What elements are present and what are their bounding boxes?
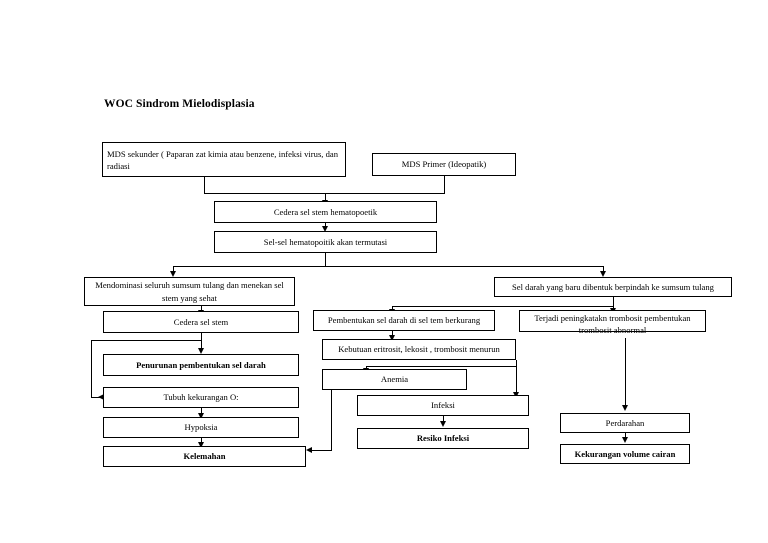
node-mendominasi: Mendominasi seluruh sumsum tulang dan me… [84,277,295,306]
arrowhead-to-penurunan-pembentukan [198,348,204,354]
arrowhead-to-mendominasi [170,271,176,277]
node-kelemahan-label: Kelemahan [183,451,226,462]
node-mds-sekunder: MDS sekunder ( Paparan zat kimia atau be… [102,142,346,177]
node-kelemahan: Kelemahan [103,446,306,467]
node-cedera-sel-stem: Cedera sel stem [103,311,299,333]
connector-merge-drop [325,193,326,202]
arrowhead-to-kelemahan-top [198,442,204,448]
connector-tubuh-to-hypoksia [201,408,202,416]
node-sel-darah-baru: Sel darah yang baru dibentuk berpindah k… [494,277,732,297]
node-anemia: Anemia [322,369,467,390]
connector-pembentukan-to-kebutuan [392,331,393,337]
connector-right-bus [392,306,614,307]
node-hypoksia: Hypoksia [103,417,299,438]
node-tubuh-kekurangan-label: Tubuh kekurangan O: [163,392,239,403]
node-peningkatan-trombosit-label: Terjadi peningkatakn trombosit pembentuk… [534,312,691,335]
connector-merge-bus [204,193,445,194]
node-resiko-infeksi: Resiko Infeksi [357,428,529,449]
connector-cedera-left-stub [91,340,202,341]
node-penurunan-pembentukan-label: Penurunan pembentukan sel darah [136,359,266,370]
connector-split-bus [173,266,603,267]
connector-left-rail-into-tubuh [91,397,100,398]
node-kekurangan-volume: Kekurangan volume cairan [560,444,690,464]
connector-cedera-sel-stem-down [201,333,202,351]
node-anemia-label: Anemia [380,374,409,385]
connector-perdarahan-to-kekurangan [625,433,626,440]
arrowhead-to-resiko-infeksi [440,421,446,427]
connector-hematopoetik-to-termutasi [325,223,326,228]
node-termutasi-label: Sel-sel hematopoitik akan termutasi [263,236,388,247]
node-perdarahan-label: Perdarahan [605,417,645,428]
node-pembentukan-berkurang: Pembentukan sel darah di sel tem berkura… [313,310,495,331]
arrowhead-to-kelemahan [306,447,312,453]
connector-kebutuan-bus-right-stub [516,360,517,366]
connector-infeksi-to-resiko [443,416,444,424]
connector-cedera-left-rail [91,340,92,397]
connector-anemia-into-kelemahan [311,450,332,451]
node-cedera-hematopoetik-label: Cedera sel stem hematopoetik [273,206,378,217]
node-kebutuan-menurun: Kebutuan eritrosit, lekosit , trombosit … [322,339,516,360]
node-resiko-infeksi-label: Resiko Infeksi [416,433,470,444]
arrowhead-to-perdarahan [622,405,628,411]
arrowhead-to-kebutuan-menurun [389,335,395,341]
node-pembentukan-berkurang-label: Pembentukan sel darah di sel tem berkura… [327,315,481,326]
connector-sel-darah-baru-down [613,297,614,306]
node-kekurangan-volume-label: Kekurangan volume cairan [574,448,676,459]
node-mds-primer: MDS Primer (Ideopatik) [372,153,516,176]
node-perdarahan: Perdarahan [560,413,690,433]
connector-anemia-down-rail [331,390,332,450]
arrowhead-to-kekurangan-volume [622,437,628,443]
connector-mendominasi-down [201,306,202,312]
node-hypoksia-label: Hypoksia [184,422,218,433]
node-kebutuan-menurun-label: Kebutuan eritrosit, lekosit , trombosit … [338,344,500,355]
connector-kebutuan-to-infeksi [516,366,517,394]
node-mds-primer-label: MDS Primer (Ideopatik) [401,159,487,170]
node-cedera-sel-stem-label: Cedera sel stem [173,316,229,327]
connector-hypoksia-to-kelemahan [201,438,202,445]
node-termutasi: Sel-sel hematopoitik akan termutasi [214,231,437,253]
connector-kebutuan-bus [366,366,516,367]
arrowhead-to-termutasi [322,226,328,232]
arrowhead-to-sel-darah-baru [600,271,606,277]
node-penurunan-pembentukan: Penurunan pembentukan sel darah [103,354,299,376]
page-title: WOC Sindrom Mielodisplasia [104,98,255,110]
node-sel-darah-baru-label: Sel darah yang baru dibentuk berpindah k… [512,281,714,292]
connector-split-left [173,266,174,273]
node-mds-sekunder-label: MDS sekunder ( Paparan zat kimia atau be… [107,149,339,172]
connector-primer-down [444,176,445,193]
node-mendominasi-label: Mendominasi seluruh sumsum tulang dan me… [95,280,284,303]
node-tubuh-kekurangan: Tubuh kekurangan O: [103,387,299,408]
connector-termutasi-down [325,253,326,266]
arrowhead-to-tubuh-kekurangan [98,394,104,400]
connector-trombosit-to-perdarahan [625,338,626,407]
node-infeksi-label: Infeksi [431,400,455,411]
arrowhead-to-hypoksia [198,413,204,419]
connector-sekunder-down [204,177,205,193]
node-cedera-hematopoetik: Cedera sel stem hematopoetik [214,201,437,223]
connector-right-bus-to-pembentukan [392,306,393,311]
connector-split-right [603,266,604,273]
node-peningkatan-trombosit: Terjadi peningkatakn trombosit pembentuk… [519,310,706,335]
node-infeksi: Infeksi [357,395,529,416]
